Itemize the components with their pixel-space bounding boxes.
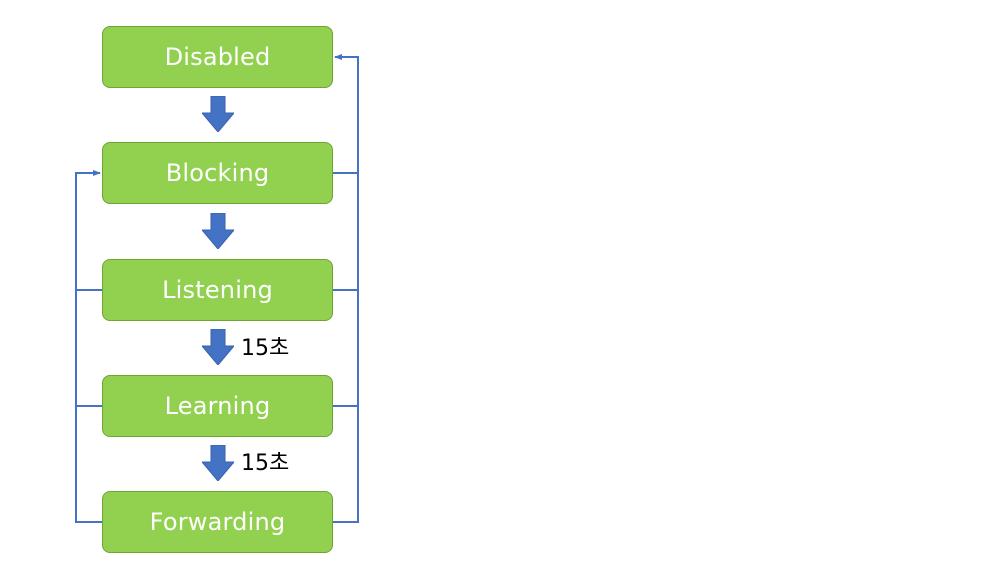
state-disabled: Disabled: [102, 26, 333, 88]
state-blocking: Blocking: [102, 142, 333, 204]
state-label: Disabled: [164, 43, 271, 71]
return-line-to-blocking: [75, 170, 102, 523]
state-label: Blocking: [165, 159, 270, 187]
state-label: Listening: [162, 276, 273, 304]
state-label: Learning: [164, 392, 271, 420]
down-arrow-icon: [202, 96, 234, 132]
down-arrow-icon: [202, 213, 234, 249]
state-listening: Listening: [102, 259, 333, 321]
transition-timer-label: 15초: [241, 451, 290, 476]
state-forwarding: Forwarding: [102, 491, 333, 553]
down-arrow-icon: [202, 445, 234, 481]
down-arrow-icon: [202, 329, 234, 365]
state-learning: Learning: [102, 375, 333, 437]
state-label: Forwarding: [149, 508, 286, 536]
transition-timer-label: 15초: [241, 336, 290, 361]
